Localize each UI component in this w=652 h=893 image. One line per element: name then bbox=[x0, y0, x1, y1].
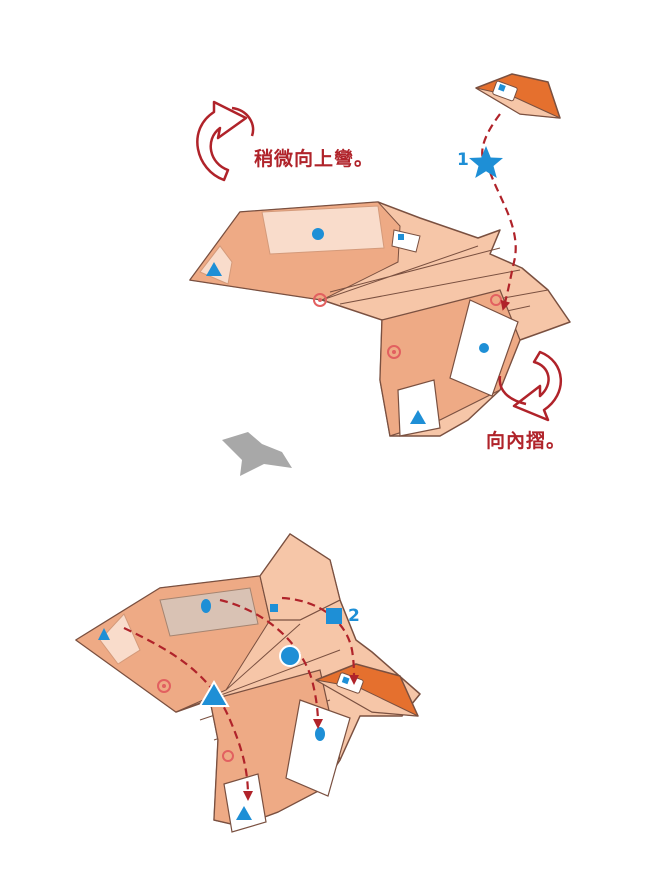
star-icon bbox=[469, 146, 503, 178]
triangle-icon bbox=[206, 262, 222, 276]
top-plane-figure bbox=[189, 73, 571, 437]
bottom-plane-figure bbox=[75, 533, 421, 833]
step-number-square: 2 bbox=[348, 606, 360, 626]
circle-icon bbox=[312, 228, 324, 240]
circle-icon bbox=[201, 599, 211, 613]
top-panel bbox=[261, 205, 385, 255]
target-icon bbox=[387, 345, 401, 359]
bend-up-label: 稍微向上彎。 bbox=[254, 148, 375, 170]
square-icon bbox=[398, 234, 404, 240]
triangle-icon bbox=[236, 806, 252, 820]
target-icon bbox=[157, 679, 171, 693]
fold-in-label: 向內摺。 bbox=[486, 430, 567, 452]
circle-icon bbox=[479, 343, 489, 353]
curved-arrow-icon bbox=[498, 350, 562, 422]
curved-arrow-icon bbox=[196, 100, 255, 182]
step-number-star: 1 bbox=[457, 150, 469, 170]
triangle-icon bbox=[410, 410, 426, 424]
small-flap bbox=[475, 73, 561, 119]
square-icon bbox=[270, 604, 278, 612]
target-icon bbox=[313, 293, 327, 307]
square-icon bbox=[326, 608, 342, 624]
triangle-icon bbox=[198, 680, 230, 707]
circle-icon bbox=[315, 727, 325, 741]
circle-icon bbox=[279, 645, 301, 667]
square-icon bbox=[498, 83, 506, 92]
step-arrow-icon bbox=[222, 432, 292, 476]
